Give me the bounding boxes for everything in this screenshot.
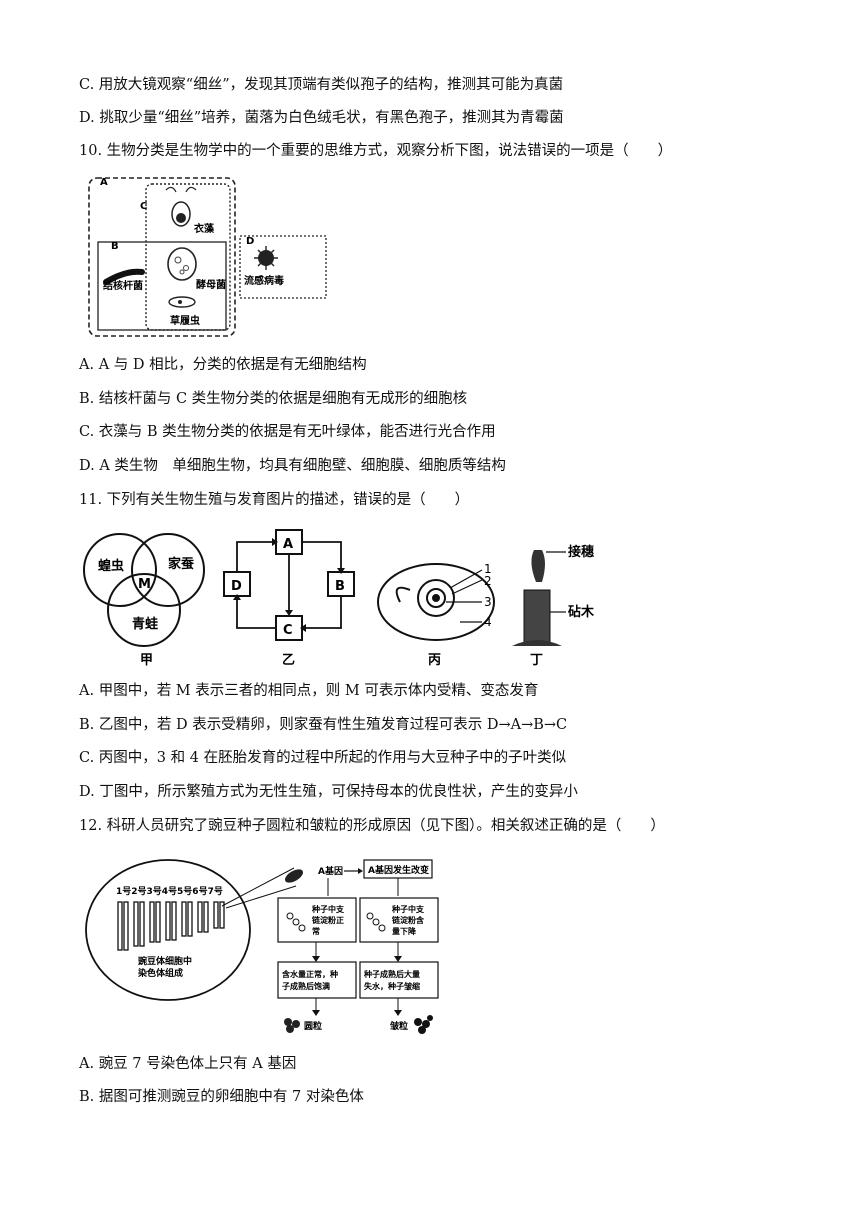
yizao-label: 衣藻	[194, 222, 215, 235]
egg-label-4: 4	[484, 615, 492, 629]
gene-a-label: A基因	[318, 865, 343, 877]
left-box-1-line-3: 常	[312, 926, 320, 936]
q10-option-c: C. 衣藻与 B 类生物分类的依据是有无叶绿体，能否进行光合作用	[79, 424, 496, 440]
label-c: C	[140, 201, 147, 212]
caption-ding: 丁	[530, 653, 543, 668]
q11-option-a: A. 甲图中，若 M 表示三者的相同点，则 M 可表示体内受精、变态发育	[79, 683, 539, 699]
box-b	[97, 241, 227, 331]
q9-option-d: D. 挑取少量“细丝”培养，菌落为白色绒毛状，有黑色孢子，推测其为青霉菌	[79, 110, 564, 126]
left-box-2-line-1: 含水量正常，种	[282, 969, 338, 979]
cycle-label-d: D	[231, 579, 242, 594]
wrinkled-pea-icon	[414, 1015, 433, 1034]
cell-caption-1: 豌豆体细胞中	[138, 955, 192, 967]
cell-caption-2: 染色体组成	[137, 967, 183, 979]
label-a: A	[100, 177, 108, 188]
tuberculosis-bacillus-icon	[103, 268, 145, 285]
q12-pea-gene-figure: 1号2号3号4号5号6号7号 豌豆体细胞中 染色体组成 A基因 A基因发生改变 …	[85, 859, 439, 1034]
right-box-1	[359, 897, 439, 943]
q10-stem: 10. 生物分类是生物学中的一个重要的思维方式，观察分析下图，说法错误的一项是（…	[79, 143, 673, 159]
q10-option-b: B. 结核杆菌与 C 类生物分类的依据是细胞有无成形的细胞核	[79, 391, 468, 407]
label-d: D	[246, 236, 254, 247]
label-b: B	[111, 241, 119, 252]
venn-diagram	[83, 533, 205, 647]
right-box-2-line-1: 种子成熟后大量	[363, 969, 420, 979]
cycle-label-b: B	[335, 579, 345, 594]
q10-classification-figure: A C B D 衣藻 酵母菌 结核杆菌 草履虫 流感病毒	[88, 177, 327, 337]
left-box-1	[277, 897, 357, 943]
venn-center-label: M	[138, 577, 151, 592]
egg-label-1: 1	[484, 562, 492, 576]
round-pea-icon	[284, 1018, 300, 1033]
wrinkled-label: 皱粒	[389, 1020, 408, 1032]
left-box-2	[277, 961, 357, 999]
cycle-label-c: C	[283, 623, 293, 638]
q11-stem: 11. 下列有关生物生殖与发育图片的描述，错误的是（ ）	[79, 492, 470, 508]
caolvchong-label: 草履虫	[170, 314, 200, 327]
jiemujun-label: 酵母菌	[196, 278, 226, 291]
bingdu-label: 流感病毒	[244, 274, 284, 287]
right-box-2	[359, 961, 439, 999]
jiehe-label: 结核杆菌	[103, 279, 143, 292]
chromosome-pairs	[117, 901, 225, 951]
q9-option-c: C. 用放大镜观察“细丝”，发现其顶端有类似孢子的结构，推测其可能为真菌	[79, 77, 564, 93]
zhanmu-label: 砧木	[568, 604, 595, 620]
egg-label-3: 3	[484, 595, 492, 609]
q11-option-c: C. 丙图中，3 和 4 在胚胎发育的过程中所起的作用与大豆种子中的子叶类似	[79, 750, 567, 766]
cycle-label-a: A	[283, 537, 293, 552]
q12-option-b: B. 据图可推测豌豆的卵细胞中有 7 对染色体	[79, 1089, 364, 1105]
right-box-2-line-2: 失水，种子皱缩	[364, 981, 420, 991]
yeast-icon	[167, 247, 197, 281]
left-box-1-line-1: 种子中支	[311, 904, 345, 914]
venn-circle-2-label: 家蚕	[168, 556, 195, 572]
grafting-icon	[512, 550, 562, 646]
cycle-arrows	[236, 541, 342, 629]
round-label: 圆粒	[304, 1020, 322, 1032]
egg-label-2: 2	[484, 574, 492, 588]
venn-circle-3-label: 青蛙	[132, 616, 158, 632]
caption-bing: 丙	[428, 653, 441, 668]
right-box-1-line-1: 种子中支	[391, 904, 425, 914]
venn-circle-1-label: 蝗虫	[98, 558, 124, 574]
q10-option-d: D. A 类生物 单细胞生物，均具有细胞壁、细胞膜、细胞质等结构	[79, 458, 506, 474]
q11-reproduction-figure: 蝗虫 家蚕 青蛙 M 甲 A B C D 乙 1	[83, 529, 595, 668]
caption-jia: 甲	[140, 653, 153, 668]
jiesui-label: 接穗	[568, 544, 594, 560]
q12-stem: 12. 科研人员研究了豌豆种子圆粒和皱粒的形成原因（见下图）。相关叙述正确的是（…	[79, 818, 665, 834]
influenza-virus-icon	[254, 246, 278, 270]
q11-option-d: D. 丁图中，所示繁殖方式为无性生殖，可保持母本的优良性状，产生的变异小	[79, 784, 578, 800]
chlamydomonas-icon	[165, 186, 197, 227]
egg-icon	[377, 563, 495, 641]
dna-helix-icon	[284, 869, 304, 883]
gene-a-changed-label: A基因发生改变	[368, 864, 429, 876]
pea-cell	[85, 859, 251, 1001]
caption-yi: 乙	[282, 653, 295, 668]
right-box-1-line-2: 链淀粉含	[392, 915, 425, 925]
box-a	[88, 177, 236, 337]
q10-option-a: A. A 与 D 相比，分类的依据是有无细胞结构	[79, 357, 367, 373]
box-d	[239, 235, 327, 299]
left-box-1-line-2: 链淀粉正	[312, 915, 344, 925]
right-box-1-line-3: 量下降	[392, 926, 417, 936]
q12-option-a: A. 豌豆 7 号染色体上只有 A 基因	[79, 1056, 297, 1072]
q11-option-b: B. 乙图中，若 D 表示受精卵，则家蚕有性生殖发育过程可表示 D→A→B→C	[79, 717, 568, 733]
chromosome-numbers: 1号2号3号4号5号6号7号	[116, 886, 223, 897]
left-box-2-line-2: 子成熟后饱满	[282, 981, 330, 991]
